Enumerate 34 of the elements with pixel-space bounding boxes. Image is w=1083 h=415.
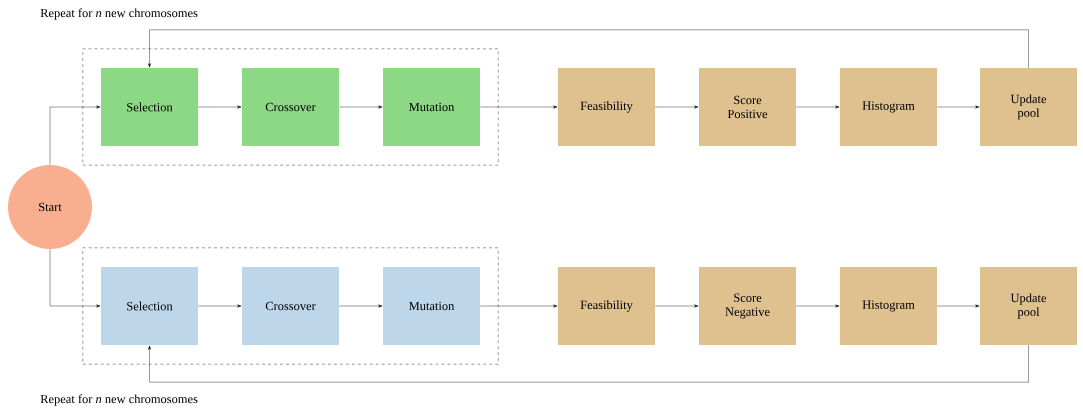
arrow (937, 304, 980, 308)
note-text: Repeat for n new chromosomes (40, 8, 198, 20)
arrow (480, 105, 558, 109)
arrow (198, 105, 242, 109)
dashed-group-box (82, 48, 499, 166)
arrow (937, 105, 980, 109)
process-box: Update pool (980, 267, 1077, 345)
arrow (339, 304, 383, 308)
process-box: Feasibility (558, 267, 655, 345)
process-box: Mutation (383, 68, 480, 146)
arrow (655, 304, 699, 308)
process-box: Selection (101, 68, 198, 146)
arrow (148, 345, 1029, 383)
process-box: Mutation (383, 267, 480, 345)
arrow (655, 105, 699, 109)
note-text: Repeat for n new chromosomes (40, 394, 198, 406)
arrow (480, 304, 558, 308)
arrow (796, 304, 840, 308)
arrow (148, 29, 1029, 68)
process-box: Score Negative (699, 267, 796, 345)
process-box: Histogram (840, 68, 937, 146)
process-box: Selection (101, 267, 198, 345)
dashed-group-box (82, 247, 499, 365)
process-box: Update pool (980, 68, 1077, 146)
arrow (49, 249, 101, 308)
process-box: Score Positive (699, 68, 796, 146)
process-box: Feasibility (558, 68, 655, 146)
process-box: Histogram (840, 267, 937, 345)
arrow (796, 105, 840, 109)
arrow (49, 105, 101, 165)
process-box: Crossover (242, 267, 339, 345)
arrow (198, 304, 242, 308)
arrow (339, 105, 383, 109)
process-box: Crossover (242, 68, 339, 146)
